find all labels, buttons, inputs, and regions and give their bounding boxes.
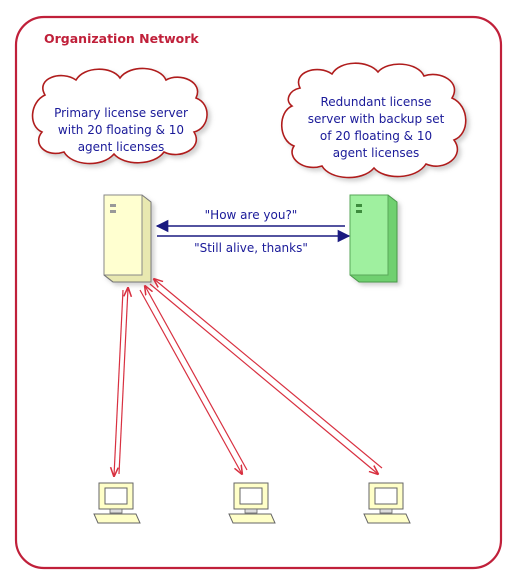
primary-server-tower-server-icon — [103, 194, 152, 283]
redundant-cloud-line-4: agent licenses — [333, 146, 420, 160]
redundant-cloud-line-2: server with backup set — [308, 112, 445, 126]
client-link-2 — [139, 286, 248, 474]
client-computer-3-desktop-computer-icon — [363, 482, 411, 524]
primary-cloud-line-1: Primary license server — [54, 106, 188, 120]
primary-cloud — [31, 67, 208, 165]
primary-cloud-line-3: agent licenses — [78, 140, 165, 154]
primary-cloud-line-2: with 20 floating & 10 — [58, 123, 184, 137]
message-to-redundant: "Still alive, thanks" — [194, 241, 308, 255]
redundant-cloud-line-1: Redundant license — [321, 95, 432, 109]
redundant-server-tower-server-icon — [349, 194, 398, 283]
client-link-3 — [149, 279, 383, 474]
client-link-1 — [114, 288, 128, 476]
client-computer-2-desktop-computer-icon — [228, 482, 276, 524]
redundant-cloud-line-3: of 20 floating & 10 — [320, 129, 432, 143]
client-computer-1-desktop-computer-icon — [93, 482, 141, 524]
message-to-primary: "How are you?" — [205, 208, 298, 222]
redundant-cloud — [280, 62, 467, 179]
frame-title: Organization Network — [44, 31, 199, 46]
